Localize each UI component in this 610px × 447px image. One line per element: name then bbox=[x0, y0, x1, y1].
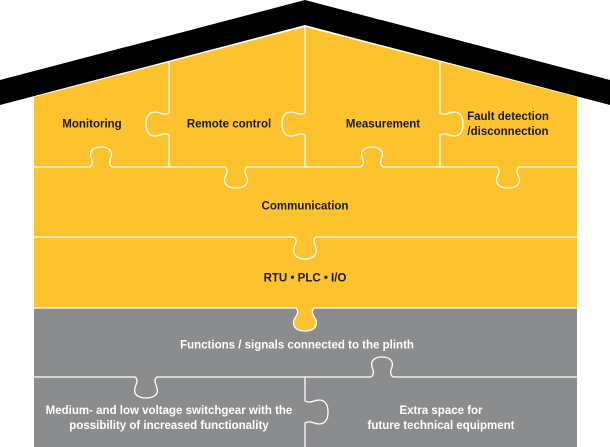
seam-monitoring-remote bbox=[145, 62, 170, 167]
block-rtu-plc-io-label: RTU • PLC • I/O bbox=[263, 272, 347, 285]
block-monitoring: Monitoring bbox=[62, 118, 121, 133]
block-measurement-label: Measurement bbox=[345, 118, 421, 131]
block-measurement: Measurement bbox=[346, 118, 420, 133]
seam-communication-rtu bbox=[34, 236, 577, 260]
block-plinth-functions: Functions / signals connected to the pli… bbox=[180, 339, 414, 354]
block-extra-space-line2: future technical equipment bbox=[367, 420, 515, 432]
block-monitoring-label: Monitoring bbox=[62, 118, 122, 131]
block-fault-detection-line2: /disconnection bbox=[467, 126, 549, 138]
block-extra-space: Extra space for future technical equipme… bbox=[368, 404, 515, 434]
seam-plinth-bottom-row bbox=[34, 356, 577, 399]
block-communication: Communication bbox=[262, 200, 349, 215]
seam-measurement-fault bbox=[439, 62, 464, 167]
block-rtu-plc-io: RTU • PLC • I/O bbox=[264, 272, 347, 287]
block-plinth-functions-label: Functions / signals connected to the pli… bbox=[180, 339, 414, 352]
block-switchgear-line1: Medium- and low voltage switchgear with … bbox=[45, 405, 293, 417]
seam-remote-measurement bbox=[281, 27, 306, 167]
block-remote-control: Remote control bbox=[187, 118, 271, 133]
seam-bottom-left-right bbox=[304, 377, 329, 447]
seam-rtu-plinth bbox=[34, 307, 577, 332]
puzzle-tab-rtu-to-plinth bbox=[293, 308, 317, 331]
block-switchgear-line2: possibility of increased functionality bbox=[69, 420, 269, 432]
block-remote-control-label: Remote control bbox=[186, 118, 272, 131]
roof bbox=[0, 0, 610, 105]
puzzle-seams bbox=[34, 27, 577, 447]
block-fault-detection: Fault detection /disconnection bbox=[467, 110, 549, 140]
block-communication-label: Communication bbox=[261, 200, 349, 213]
block-extra-space-line1: Extra space for bbox=[399, 405, 483, 417]
block-switchgear: Medium- and low voltage switchgear with … bbox=[46, 404, 293, 434]
seam-top-row-communication bbox=[34, 146, 577, 189]
block-fault-detection-line1: Fault detection bbox=[467, 111, 549, 123]
